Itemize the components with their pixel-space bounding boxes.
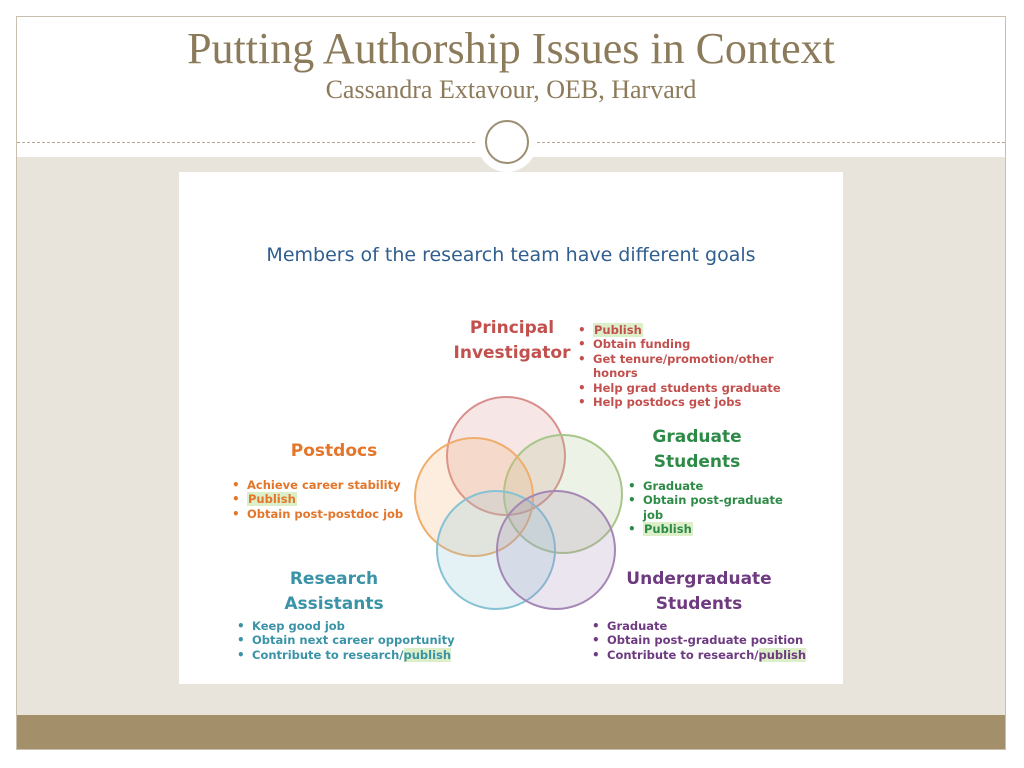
- goal-text: Obtain post-graduate position: [607, 633, 804, 648]
- list-item: Obtain post-graduate job: [625, 493, 805, 522]
- venn-circle-grad: [503, 434, 623, 554]
- list-item: Obtain post-graduate position: [589, 633, 829, 648]
- list-item: Achieve career stability: [229, 478, 449, 493]
- goal-text: Keep good job: [252, 619, 345, 633]
- postdoc-goals: Achieve career stability Publish Obtain …: [229, 478, 449, 522]
- pi-title-line: Principal: [469, 318, 555, 338]
- goal-text: Graduate: [643, 479, 704, 493]
- goal-text-highlight: publish: [403, 647, 452, 662]
- grad-goals: Graduate Obtain post-graduate job Publis…: [625, 479, 805, 537]
- list-item: Help postdocs get jobs: [575, 395, 795, 410]
- list-item: Publish: [229, 492, 449, 507]
- goal-text: Help grad students graduate: [593, 380, 781, 395]
- goal-text: Obtain funding: [593, 337, 691, 352]
- goal-text: Contribute to research/: [607, 647, 759, 662]
- venn-circle-postdoc: [414, 437, 534, 557]
- postdoc-title: Postdocs: [269, 439, 399, 464]
- slide: Putting Authorship Issues in Context Cas…: [16, 16, 1006, 750]
- circle-ornament-icon: [477, 112, 537, 172]
- ug-title-line: Students: [655, 594, 743, 614]
- goal-text: Achieve career stability: [247, 478, 401, 492]
- pi-title: Principal Investigator: [449, 316, 575, 366]
- list-item: Graduate: [589, 619, 829, 634]
- list-item: Keep good job: [234, 619, 464, 634]
- ug-title-line: Undergraduate: [626, 569, 772, 589]
- venn-circle-pi: [446, 396, 566, 516]
- goal-text: Graduate: [607, 619, 668, 633]
- ug-goals: Graduate Obtain post-graduate position C…: [589, 619, 829, 663]
- goal-text: Get tenure/promotion/other honors: [593, 351, 774, 381]
- list-item: Obtain post-postdoc job: [229, 506, 449, 522]
- footer-band: [17, 715, 1005, 749]
- ra-title-line: Research: [289, 569, 379, 589]
- pi-title-line: Investigator: [453, 343, 571, 363]
- ra-goals: Keep good job Obtain next career opportu…: [234, 619, 464, 663]
- list-item: Contribute to research/publish: [234, 647, 464, 663]
- goal-text: Obtain post-postdoc job: [247, 506, 404, 521]
- team-goals-diagram: Members of the research team have differ…: [179, 172, 843, 684]
- grad-title-line: Students: [653, 452, 741, 472]
- goal-text: Contribute to research/: [252, 647, 404, 662]
- ra-title: Research Assistants: [274, 567, 394, 617]
- goal-text: Publish: [593, 323, 643, 337]
- list-item: Graduate: [625, 479, 805, 494]
- pi-goals: Publish Obtain funding Get tenure/promot…: [575, 323, 795, 410]
- goal-text: Publish: [643, 522, 693, 537]
- goal-text: Obtain post-graduate job: [643, 493, 783, 522]
- goal-text: Help postdocs get jobs: [593, 395, 742, 410]
- ra-title-line: Assistants: [284, 594, 384, 614]
- list-item: Obtain funding: [575, 337, 795, 352]
- diagram-heading: Members of the research team have differ…: [266, 244, 756, 266]
- goal-text: Obtain next career opportunity: [252, 633, 455, 648]
- goal-text-highlight: publish: [758, 647, 807, 662]
- list-item: Contribute to research/publish: [589, 647, 829, 663]
- list-item: Publish: [625, 522, 805, 537]
- list-item: Get tenure/promotion/other honors: [575, 352, 795, 381]
- list-item: Publish: [575, 323, 795, 338]
- postdoc-title-line: Postdocs: [290, 441, 378, 461]
- goal-text: Publish: [247, 492, 297, 507]
- slide-title: Putting Authorship Issues in Context: [187, 24, 835, 73]
- grad-title-line: Graduate: [652, 427, 742, 447]
- grad-title: Graduate Students: [637, 425, 757, 475]
- venn-circle-ug: [496, 490, 616, 610]
- list-item: Help grad students graduate: [575, 380, 795, 396]
- slide-subtitle: Cassandra Extavour, OEB, Harvard: [325, 75, 697, 104]
- venn-diagram: [414, 396, 623, 610]
- ornament-ring: [485, 120, 529, 164]
- ug-title: Undergraduate Students: [619, 567, 779, 617]
- list-item: Obtain next career opportunity: [234, 633, 464, 648]
